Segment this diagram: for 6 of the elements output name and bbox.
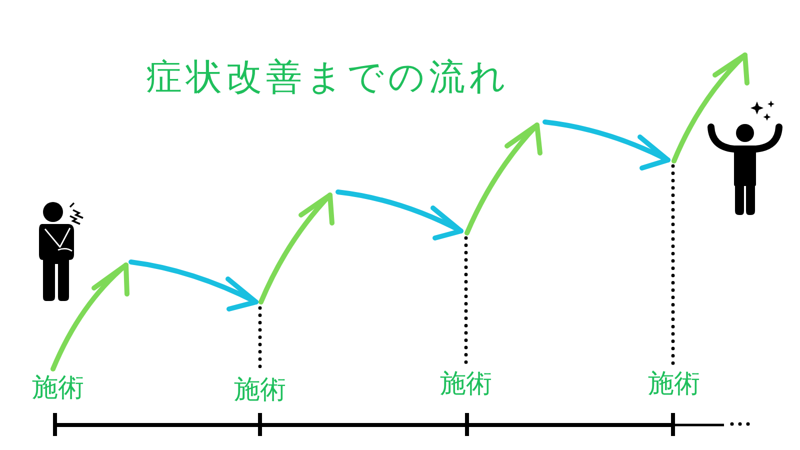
- treatment-label: 施術: [648, 371, 700, 397]
- treatment-label: 施術: [32, 375, 84, 401]
- treatment-label: 施術: [234, 377, 286, 403]
- title: 症状改善までの流れ: [146, 60, 510, 96]
- treatment-label: 施術: [440, 371, 492, 397]
- person-holding-shoulder-icon: [36, 200, 86, 303]
